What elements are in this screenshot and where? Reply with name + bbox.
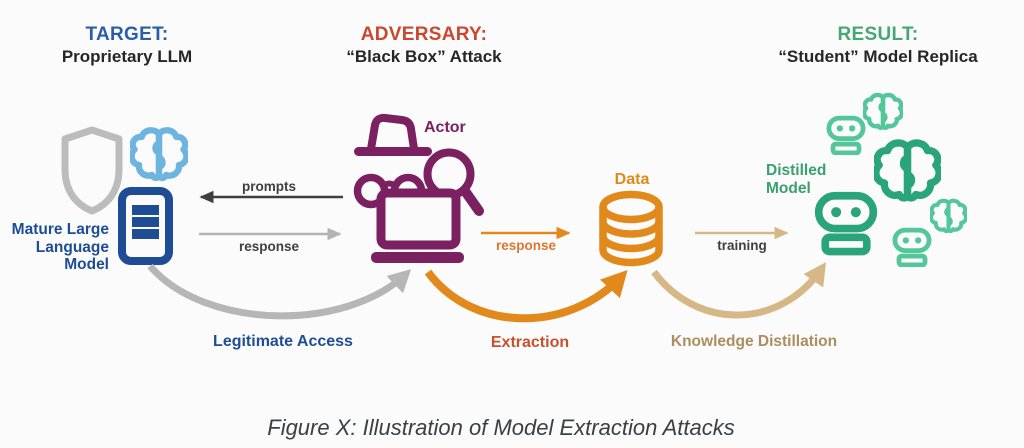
response-arrow-orange-label: response [495, 238, 557, 253]
adversary-subtitle: “Black Box” Attack [346, 47, 502, 66]
robot-icon-small-bottom [895, 230, 929, 265]
prompts-arrow-label: prompts [242, 179, 296, 194]
training-arrow-label: training [717, 238, 767, 253]
extraction-label: Extraction [490, 334, 570, 351]
knowledge-distillation-label: Knowledge Distillation [670, 333, 838, 350]
data-node-label: Data [614, 171, 650, 188]
knowledge-distillation-curve [651, 262, 827, 319]
target-heading: TARGET: [85, 24, 169, 45]
shield-icon [61, 126, 123, 215]
actor-node-label: Actor [424, 119, 466, 136]
distilled-node-label: Distilled Model [766, 162, 827, 197]
document-icon [118, 187, 173, 265]
robot-icon-large [819, 196, 874, 252]
brain-icon-small-right [931, 201, 966, 231]
legitimate-access-curve [147, 263, 412, 320]
llm-node-label: Mature Large Language Model [11, 221, 109, 273]
adversary-heading: ADVERSARY: [360, 24, 488, 45]
database-icon [599, 190, 663, 267]
extraction-curve [424, 269, 628, 323]
brain-icon-llm [132, 130, 187, 178]
brain-icon-small-top [864, 95, 902, 128]
figure-caption: Figure X: Illustration of Model Extracti… [267, 415, 735, 440]
laptop-icon [371, 188, 464, 263]
target-subtitle: Proprietary LLM [61, 47, 193, 66]
result-heading: RESULT: [837, 24, 919, 45]
robot-icon-small-top [829, 118, 863, 153]
response-arrow-gray-label: response [238, 239, 300, 254]
brain-icon-large [876, 143, 939, 198]
spy-hat-icon [354, 113, 432, 156]
legitimate-access-label: Legitimate Access [213, 333, 353, 350]
result-subtitle: “Student” Model Replica [778, 47, 978, 66]
